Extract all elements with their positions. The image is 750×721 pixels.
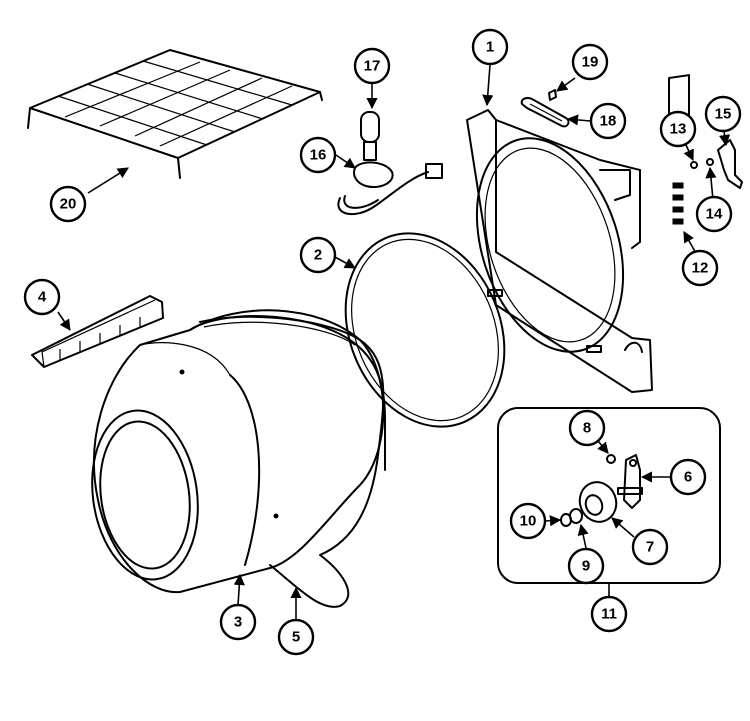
- callout-label: 9: [582, 558, 590, 575]
- front-bulkhead: [466, 109, 653, 393]
- drum-seal: [344, 232, 506, 428]
- switch-assembly: [668, 74, 743, 225]
- callout-label: 7: [646, 539, 654, 556]
- drum-baffle: [31, 295, 164, 368]
- callout-8: 8: [568, 409, 606, 447]
- slide-strip: [520, 97, 570, 128]
- callout-9: 9: [567, 547, 605, 585]
- callout-label: 15: [715, 106, 732, 123]
- callout-label: 13: [670, 121, 687, 138]
- callout-label: 1: [486, 39, 494, 56]
- drum-rack: [27, 49, 323, 179]
- callout-label: 5: [292, 629, 300, 646]
- callout-14: 14: [695, 195, 733, 233]
- callout-label: 12: [692, 260, 709, 277]
- callout-label: 19: [582, 54, 599, 71]
- clip: [548, 89, 557, 101]
- tumble-drum: [91, 309, 386, 594]
- idler-assembly-box: [497, 407, 721, 584]
- callout-16: 16: [299, 136, 337, 174]
- callout-label: 14: [706, 206, 723, 223]
- callout-11: 11: [590, 595, 628, 633]
- callout-15: 15: [704, 95, 742, 133]
- callout-label: 6: [684, 469, 692, 486]
- callout-12: 12: [681, 249, 719, 287]
- callout-label: 20: [60, 196, 77, 213]
- callout-13: 13: [659, 110, 697, 148]
- callout-3: 3: [219, 603, 257, 641]
- drive-belt: [199, 315, 385, 608]
- callout-7: 7: [631, 528, 669, 566]
- callout-label: 16: [310, 147, 327, 164]
- callout-label: 2: [314, 247, 322, 264]
- callout-2: 2: [299, 236, 337, 274]
- callout-10: 10: [509, 502, 547, 540]
- callout-label: 17: [364, 58, 381, 75]
- callout-label: 4: [38, 289, 47, 306]
- callout-6: 6: [669, 458, 707, 496]
- callout-18: 18: [589, 102, 627, 140]
- callout-label: 18: [600, 113, 617, 130]
- callout-label: 11: [601, 606, 617, 623]
- callout-19: 19: [571, 43, 609, 81]
- callout-label: 8: [583, 420, 591, 437]
- callout-4: 4: [23, 278, 61, 316]
- leader-lines: [57, 64, 731, 620]
- callout-17: 17: [353, 47, 391, 85]
- lamp-socket: [337, 161, 443, 216]
- callout-5: 5: [277, 618, 315, 656]
- callout-label: 3: [234, 614, 242, 631]
- callout-1: 1: [471, 28, 509, 66]
- lamp-bulb: [360, 111, 380, 161]
- callout-label: 10: [520, 513, 537, 530]
- callout-20: 20: [49, 185, 87, 223]
